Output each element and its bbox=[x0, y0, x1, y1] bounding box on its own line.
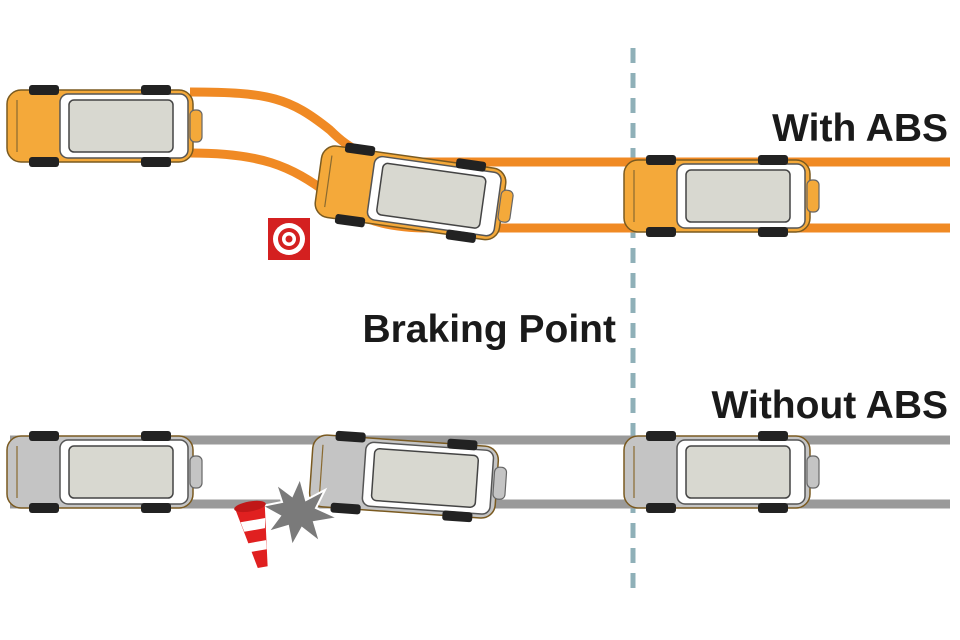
collision-burst-icon bbox=[259, 475, 342, 549]
car-icon bbox=[623, 154, 820, 238]
car-icon bbox=[6, 430, 203, 514]
car-icon bbox=[623, 430, 820, 514]
traffic-cone-icon bbox=[234, 500, 268, 569]
with-abs-label: With ABS bbox=[772, 107, 948, 150]
car-icon bbox=[6, 84, 203, 168]
braking-point-label: Braking Point bbox=[362, 308, 616, 351]
without-abs-label: Without ABS bbox=[712, 384, 948, 427]
target-icon bbox=[268, 218, 310, 260]
